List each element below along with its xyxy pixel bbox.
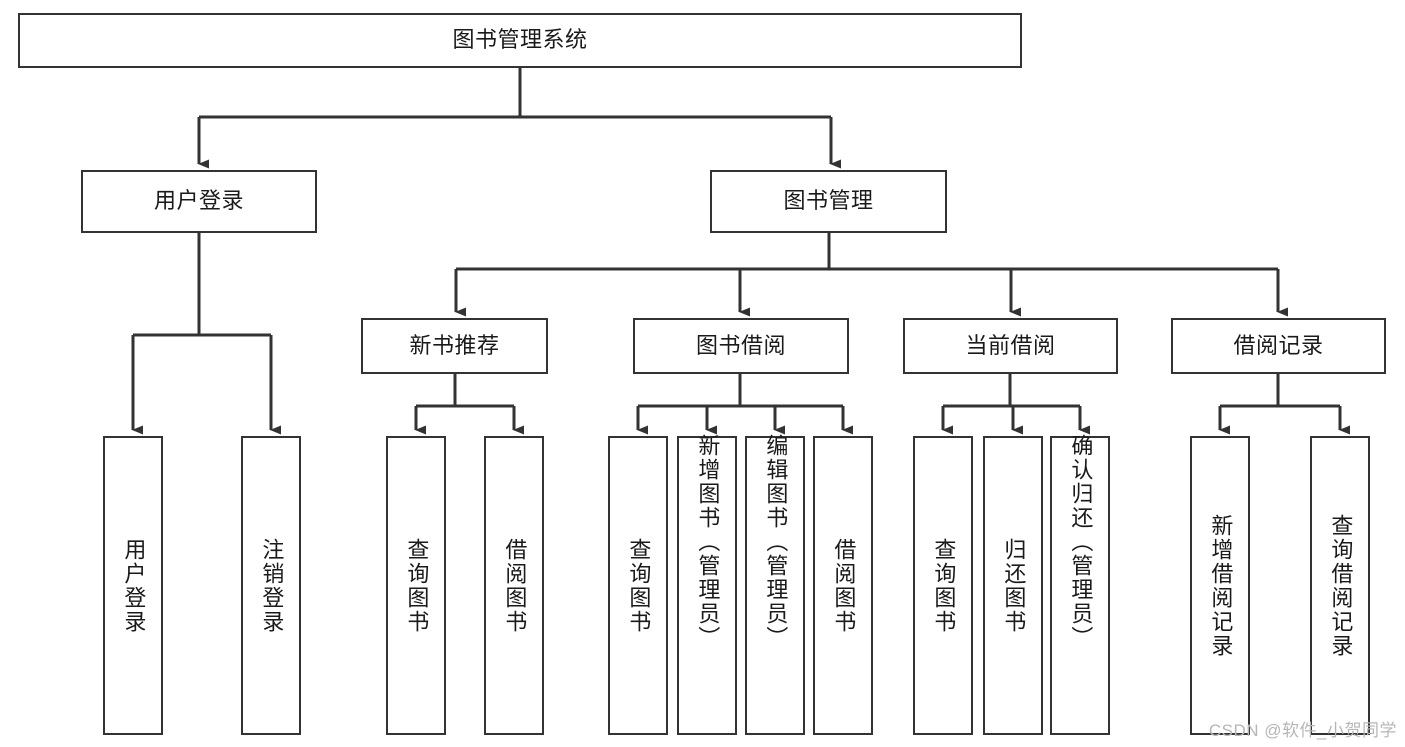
node-leaf-user-login-label: 用户登录 bbox=[121, 537, 147, 634]
node-leaf-query-book-rec-label: 查询图书 bbox=[404, 537, 430, 634]
node-leaf-add-book[interactable]: 新增图书（管理员） bbox=[677, 434, 737, 735]
node-leaf-borrow-book[interactable]: 借阅图书 bbox=[813, 436, 873, 735]
node-leaf-user-login[interactable]: 用户登录 bbox=[103, 436, 163, 735]
node-leaf-borrow-book-rec[interactable]: 借阅图书 bbox=[484, 436, 544, 735]
node-book-borrow[interactable]: 图书借阅 bbox=[633, 318, 849, 374]
node-leaf-add-book-label: 新增图书（管理员） bbox=[695, 434, 721, 650]
node-leaf-borrow-book-rec-label: 借阅图书 bbox=[502, 537, 528, 634]
node-leaf-query-book-cur[interactable]: 查询图书 bbox=[913, 436, 973, 735]
node-leaf-confirm-return-label: 确认归还（管理员） bbox=[1068, 434, 1094, 650]
node-leaf-query-book-label: 查询图书 bbox=[626, 537, 652, 634]
node-book-manage-label: 图书管理 bbox=[783, 188, 874, 214]
node-leaf-edit-book[interactable]: 编辑图书（管理员） bbox=[745, 434, 805, 735]
node-leaf-logout[interactable]: 注销登录 bbox=[241, 436, 301, 735]
node-leaf-query-record-label: 查询借阅记录 bbox=[1328, 513, 1354, 658]
node-book-manage[interactable]: 图书管理 bbox=[710, 170, 947, 233]
node-leaf-query-book-rec[interactable]: 查询图书 bbox=[386, 436, 446, 735]
node-book-borrow-label: 图书借阅 bbox=[695, 332, 786, 358]
node-leaf-logout-label: 注销登录 bbox=[259, 537, 285, 634]
node-leaf-borrow-book-label: 借阅图书 bbox=[831, 537, 857, 634]
node-user-login[interactable]: 用户登录 bbox=[81, 170, 317, 233]
node-leaf-edit-book-label: 编辑图书（管理员） bbox=[763, 434, 789, 650]
node-new-book-rec[interactable]: 新书推荐 bbox=[361, 318, 548, 374]
node-current-borrow-label: 当前借阅 bbox=[965, 332, 1056, 358]
node-leaf-query-book[interactable]: 查询图书 bbox=[608, 436, 668, 735]
node-user-login-label: 用户登录 bbox=[153, 188, 244, 214]
node-leaf-confirm-return[interactable]: 确认归还（管理员） bbox=[1050, 434, 1110, 735]
node-leaf-query-book-cur-label: 查询图书 bbox=[931, 537, 957, 634]
node-leaf-return-book[interactable]: 归还图书 bbox=[983, 436, 1043, 735]
node-root-label: 图书管理系统 bbox=[452, 27, 588, 53]
node-leaf-add-record[interactable]: 新增借阅记录 bbox=[1190, 436, 1250, 735]
node-new-book-rec-label: 新书推荐 bbox=[409, 332, 500, 358]
node-current-borrow[interactable]: 当前借阅 bbox=[903, 318, 1118, 374]
node-leaf-add-record-label: 新增借阅记录 bbox=[1208, 513, 1234, 658]
node-borrow-record-label: 借阅记录 bbox=[1233, 332, 1324, 358]
watermark-text: CSDN @软件_小贺同学 bbox=[1208, 721, 1397, 740]
node-leaf-query-record[interactable]: 查询借阅记录 bbox=[1310, 436, 1370, 735]
node-root[interactable]: 图书管理系统 bbox=[18, 13, 1022, 68]
node-borrow-record[interactable]: 借阅记录 bbox=[1171, 318, 1386, 374]
node-leaf-return-book-label: 归还图书 bbox=[1001, 537, 1027, 634]
